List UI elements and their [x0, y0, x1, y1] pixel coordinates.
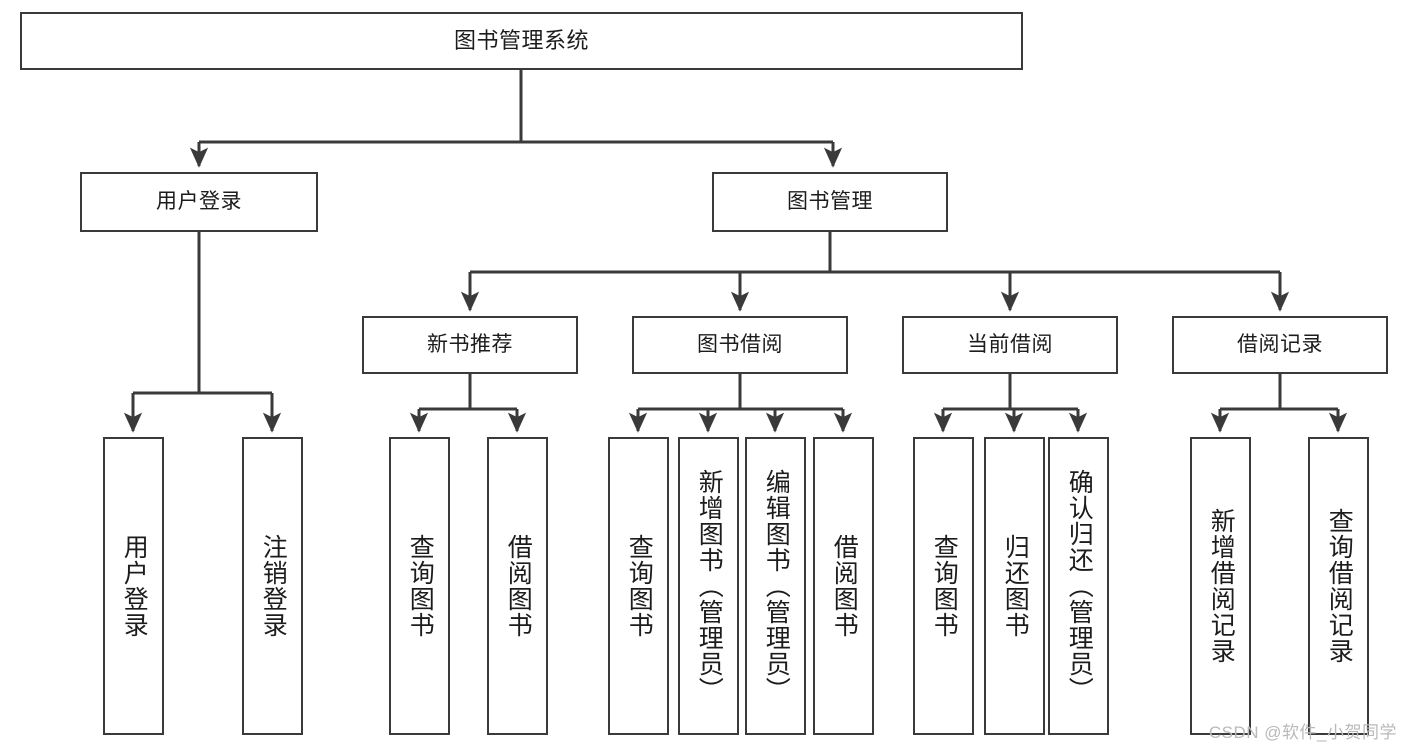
node-leaf-add-book[interactable]: 新增图书（管理员） — [678, 437, 739, 735]
node-book-manage-label: 图书管理 — [787, 189, 873, 213]
node-new-book-rec[interactable]: 新书推荐 — [362, 316, 578, 374]
node-leaf-query-book-1[interactable]: 查询图书 — [389, 437, 450, 735]
node-leaf-return-book[interactable]: 归还图书 — [984, 437, 1045, 735]
node-user-login-label: 用户登录 — [156, 189, 242, 213]
node-leaf-borrow-book-2[interactable]: 借阅图书 — [813, 437, 874, 735]
node-root[interactable]: 图书管理系统 — [20, 12, 1023, 70]
node-book-manage[interactable]: 图书管理 — [712, 172, 948, 232]
node-leaf-query-record[interactable]: 查询借阅记录 — [1308, 437, 1369, 735]
node-leaf-add-record-label: 新增借阅记录 — [1207, 508, 1236, 664]
node-new-book-rec-label: 新书推荐 — [427, 332, 513, 356]
node-leaf-query-book-2-label: 查询图书 — [625, 534, 654, 638]
node-book-borrow[interactable]: 图书借阅 — [632, 316, 848, 374]
node-leaf-edit-book-label: 编辑图书（管理员） — [762, 469, 791, 703]
node-leaf-user-login-label: 用户登录 — [120, 534, 149, 638]
node-leaf-borrow-book-2-label: 借阅图书 — [830, 534, 859, 638]
node-book-borrow-label: 图书借阅 — [697, 332, 783, 356]
node-borrow-record[interactable]: 借阅记录 — [1172, 316, 1388, 374]
node-leaf-query-book-3-label: 查询图书 — [930, 534, 959, 638]
node-leaf-edit-book[interactable]: 编辑图书（管理员） — [745, 437, 806, 735]
node-leaf-user-logout-label: 注销登录 — [259, 534, 288, 638]
node-leaf-query-book-3[interactable]: 查询图书 — [913, 437, 974, 735]
node-leaf-query-book-1-label: 查询图书 — [406, 534, 435, 638]
node-leaf-return-book-label: 归还图书 — [1001, 534, 1030, 638]
node-current-borrow[interactable]: 当前借阅 — [902, 316, 1118, 374]
node-leaf-user-login[interactable]: 用户登录 — [103, 437, 164, 735]
node-leaf-add-book-label: 新增图书（管理员） — [695, 469, 724, 703]
node-root-label: 图书管理系统 — [453, 28, 589, 54]
node-leaf-confirm-return[interactable]: 确认归还（管理员） — [1048, 437, 1109, 735]
node-leaf-confirm-return-label: 确认归还（管理员） — [1065, 469, 1094, 703]
node-leaf-add-record[interactable]: 新增借阅记录 — [1190, 437, 1251, 735]
node-leaf-query-book-2[interactable]: 查询图书 — [608, 437, 669, 735]
node-current-borrow-label: 当前借阅 — [967, 332, 1053, 356]
node-leaf-borrow-book-1-label: 借阅图书 — [504, 534, 533, 638]
node-user-login[interactable]: 用户登录 — [80, 172, 318, 232]
node-leaf-query-record-label: 查询借阅记录 — [1325, 508, 1354, 664]
node-leaf-user-logout[interactable]: 注销登录 — [242, 437, 303, 735]
node-leaf-borrow-book-1[interactable]: 借阅图书 — [487, 437, 548, 735]
node-borrow-record-label: 借阅记录 — [1237, 332, 1323, 356]
